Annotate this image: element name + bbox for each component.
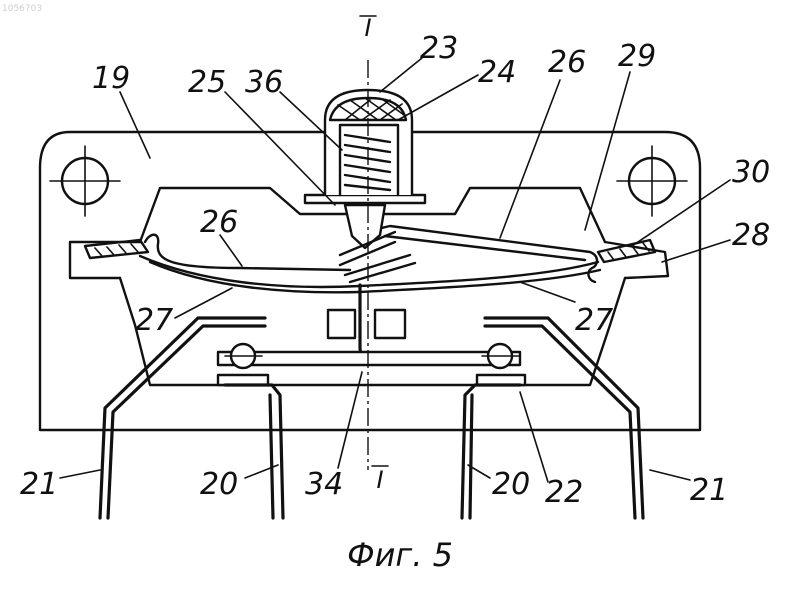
section-mark-top: I (364, 14, 371, 42)
label-27-right: 27 (575, 303, 613, 338)
label-24: 24 (478, 55, 516, 90)
spring-26-right (365, 226, 597, 282)
label-21-right: 21 (690, 473, 728, 508)
label-25: 25 (188, 65, 226, 100)
mounting-hole-right (617, 146, 687, 216)
label-29: 29 (618, 39, 656, 74)
plunger-flange (305, 195, 425, 203)
terminal-20-right-inner (470, 395, 472, 518)
label-26-left: 26 (200, 205, 238, 240)
label-30: 30 (732, 155, 770, 190)
label-22: 22 (545, 475, 583, 510)
spring-27 (140, 256, 598, 287)
label-36: 36 (245, 65, 283, 100)
label-20-left: 20 (200, 467, 238, 502)
watermark: 1056703 (2, 4, 42, 14)
label-28: 28 (732, 218, 770, 253)
terminal-20-left-inner (270, 395, 273, 518)
contact-bar (218, 352, 520, 365)
label-21-left: 21 (20, 467, 58, 502)
plunger-thread (340, 232, 415, 282)
label-19: 19 (92, 61, 130, 96)
figure-caption: Фиг. 5 (347, 536, 453, 574)
spring-26-left (145, 235, 350, 270)
label-20-right: 20 (492, 467, 530, 502)
label-23: 23 (420, 31, 458, 66)
plunger-stem (345, 205, 385, 248)
section-mark-bottom: I (376, 466, 383, 494)
mounting-hole-left (50, 146, 120, 216)
label-27-left: 27 (135, 303, 173, 338)
label-34: 34 (305, 467, 343, 502)
left-spring-seat (70, 242, 140, 278)
label-26-top: 26 (548, 45, 586, 80)
center-block (328, 310, 405, 338)
